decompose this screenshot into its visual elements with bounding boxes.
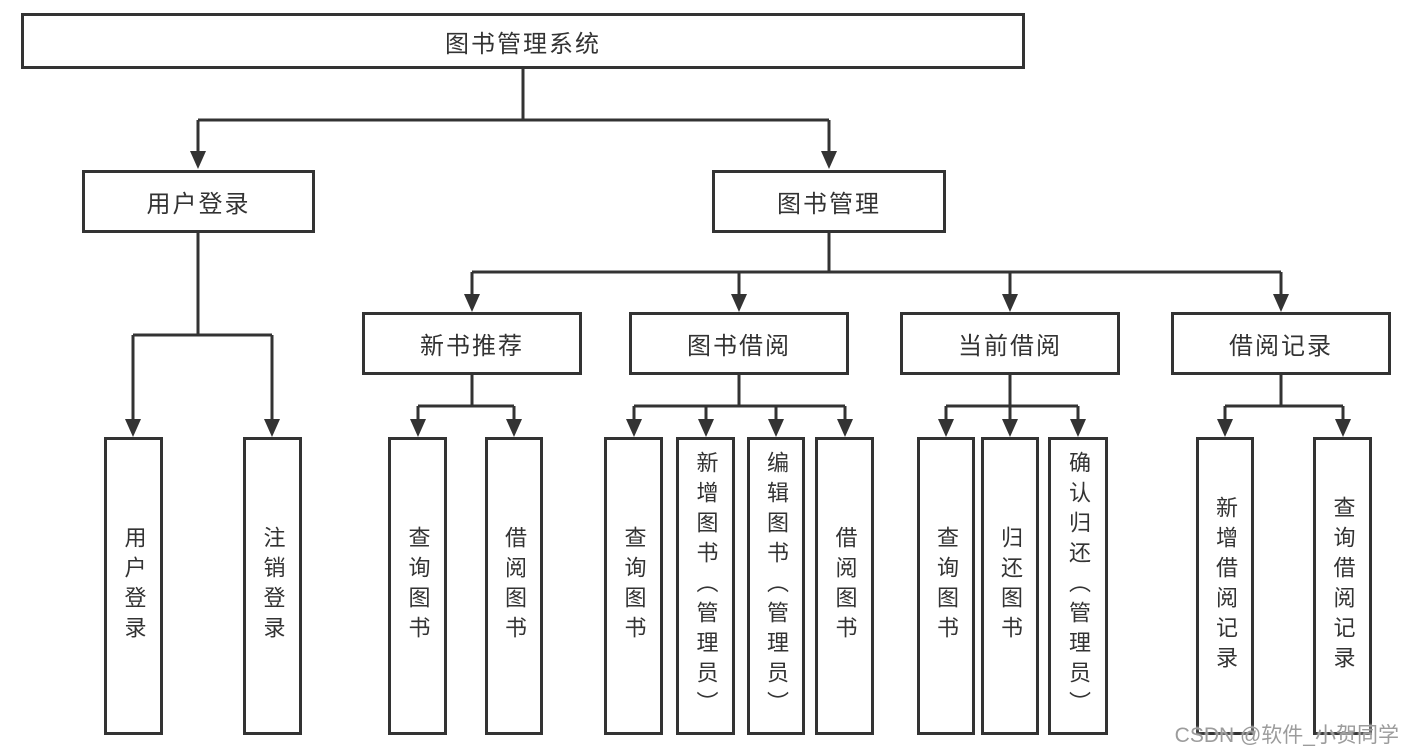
node-current-borrowing: 当前借阅 xyxy=(900,312,1120,375)
leaf-add-books-admin: 新增图书（管理员） xyxy=(676,437,735,735)
leaf-query-books-recommend: 查询图书 xyxy=(388,437,447,735)
watermark: CSDN @软件_小贺同学 xyxy=(1174,724,1399,747)
leaf-query-borrow-record: 查询借阅记录 xyxy=(1313,437,1372,735)
node-label: 借阅记录 xyxy=(1229,333,1333,360)
node-label: 新书推荐 xyxy=(420,333,524,360)
node-label: 新增图书（管理员） xyxy=(693,451,719,721)
node-label: 当前借阅 xyxy=(958,333,1062,360)
node-label: 查询借阅记录 xyxy=(1330,496,1356,676)
node-label: 确认归还（管理员） xyxy=(1066,451,1091,721)
node-book-management: 图书管理 xyxy=(712,170,946,233)
node-book-borrowing: 图书借阅 xyxy=(629,312,849,375)
node-label: 图书管理系统 xyxy=(445,30,601,58)
node-label: 查询图书 xyxy=(934,526,959,646)
node-label: 注销登录 xyxy=(260,526,286,646)
node-label: 新增借阅记录 xyxy=(1213,496,1238,676)
node-system-root: 图书管理系统 xyxy=(21,13,1025,69)
node-user-login: 用户登录 xyxy=(82,170,315,233)
node-label: 借阅图书 xyxy=(832,526,858,646)
node-label: 借阅图书 xyxy=(502,526,527,646)
node-label: 图书管理 xyxy=(777,191,881,218)
leaf-add-borrow-record: 新增借阅记录 xyxy=(1196,437,1254,735)
leaf-borrow-books: 借阅图书 xyxy=(815,437,874,735)
node-label: 用户登录 xyxy=(146,191,251,218)
leaf-confirm-return-admin: 确认归还（管理员） xyxy=(1048,437,1108,735)
node-label: 用户登录 xyxy=(121,526,147,646)
leaf-logout: 注销登录 xyxy=(243,437,302,735)
node-borrowing-records: 借阅记录 xyxy=(1171,312,1391,375)
node-label: 归还图书 xyxy=(998,526,1023,646)
leaf-return-books: 归还图书 xyxy=(981,437,1039,735)
leaf-edit-books-admin: 编辑图书（管理员） xyxy=(747,437,805,735)
leaf-query-books-current: 查询图书 xyxy=(917,437,975,735)
leaf-query-books-borrow: 查询图书 xyxy=(604,437,663,735)
node-label: 编辑图书（管理员） xyxy=(764,451,789,721)
leaf-borrow-books-recommend: 借阅图书 xyxy=(485,437,543,735)
leaf-user-login: 用户登录 xyxy=(104,437,163,735)
node-label: 图书借阅 xyxy=(687,333,791,360)
node-new-book-recommend: 新书推荐 xyxy=(362,312,582,375)
node-label: 查询图书 xyxy=(621,526,647,646)
node-label: 查询图书 xyxy=(405,526,431,646)
